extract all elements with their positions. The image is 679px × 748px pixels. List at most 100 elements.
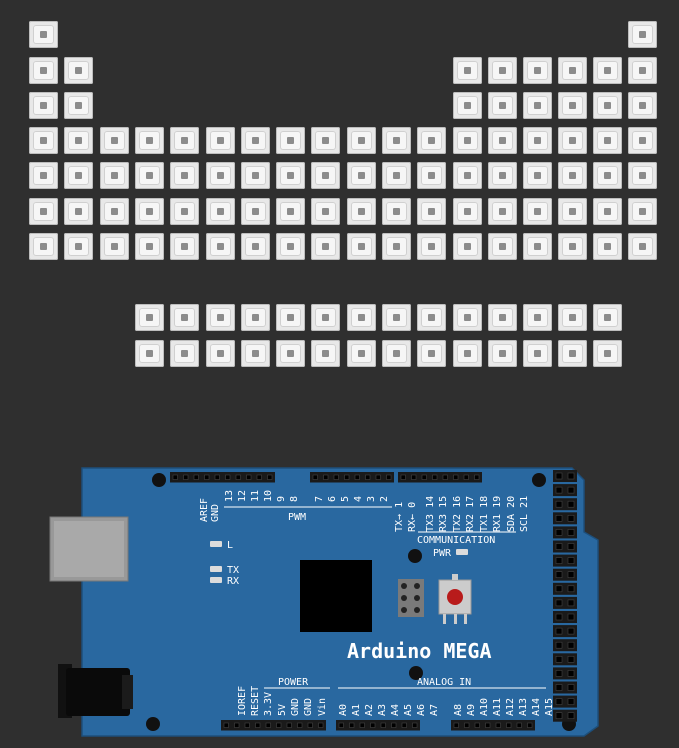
led-pixel [206, 304, 235, 331]
led-pixel [311, 340, 340, 367]
led-pixel [29, 57, 58, 84]
led-pixel [135, 162, 164, 189]
led-pixel [558, 233, 587, 260]
led-pixel [628, 92, 657, 119]
led-l [210, 541, 222, 547]
mounting-hole [409, 666, 423, 680]
led-pixel [628, 233, 657, 260]
pin-label: Vin [317, 698, 328, 716]
power-label: POWER [278, 677, 309, 688]
led-pixel [453, 340, 482, 367]
pin-label: GND [290, 698, 301, 716]
pin-label: A11 [492, 698, 503, 716]
led-pixel [29, 162, 58, 189]
pin-label: A13 [518, 698, 529, 716]
pin-label: 11 [250, 490, 261, 502]
pin-label: A4 [390, 704, 401, 716]
pin-label: A3 [377, 704, 388, 716]
pin-label: A8 [453, 704, 464, 716]
pin-label: 8 [289, 496, 300, 502]
led-pixel [64, 92, 93, 119]
led-pixel [100, 233, 129, 260]
led-pixel [593, 198, 622, 225]
aref-label: AREF [199, 498, 210, 522]
digital-header-right [553, 470, 577, 722]
analog-in-label: ANALOG IN [417, 677, 471, 688]
led-pixel [347, 127, 376, 154]
led-pixel [417, 304, 446, 331]
rx0-label: RX← 0 [407, 502, 418, 532]
led-pixel [100, 162, 129, 189]
led-pixel [628, 198, 657, 225]
led-pixel [628, 57, 657, 84]
led-pixel [453, 127, 482, 154]
led-pixel [241, 162, 270, 189]
led-pixel [523, 57, 552, 84]
pin-label: 5V [277, 704, 288, 716]
reset-button[interactable] [438, 574, 472, 624]
led-pixel [276, 127, 305, 154]
led-pixel [593, 162, 622, 189]
pin-label: 3 [366, 496, 377, 502]
led-pixel [135, 198, 164, 225]
led-pixel [276, 233, 305, 260]
led-pixel [382, 162, 411, 189]
led-pixel [558, 198, 587, 225]
led-pixel [593, 92, 622, 119]
pin-label: A2 [364, 704, 375, 716]
led-pixel [523, 233, 552, 260]
led-pixel [170, 198, 199, 225]
led-pixel [241, 233, 270, 260]
led-pixel [558, 304, 587, 331]
led-rx-label: RX [227, 576, 239, 587]
led-pixel [100, 198, 129, 225]
led-pixel [241, 340, 270, 367]
pin-label: TX2 16 [452, 496, 463, 532]
pin-label: A6 [416, 704, 427, 716]
led-pixel [488, 198, 517, 225]
pin-label: A1 [351, 704, 362, 716]
led-pixel [593, 304, 622, 331]
led-pixel [135, 127, 164, 154]
led-pixel [417, 233, 446, 260]
led-pixel [170, 340, 199, 367]
led-pixel [206, 233, 235, 260]
led-pixel [100, 127, 129, 154]
led-pixel [29, 233, 58, 260]
led-pixel [64, 233, 93, 260]
mounting-hole [408, 549, 422, 563]
led-pixel [206, 127, 235, 154]
led-tx-label: TX [227, 565, 239, 576]
pin-label: A5 [403, 704, 414, 716]
led-pixel [382, 340, 411, 367]
led-pixel [488, 127, 517, 154]
led-pixel [382, 233, 411, 260]
led-pixel [311, 162, 340, 189]
led-pixel [347, 162, 376, 189]
led-pixel [311, 304, 340, 331]
power-jack [58, 664, 133, 718]
led-pixel [347, 198, 376, 225]
led-pixel [417, 127, 446, 154]
pin-label: 7 [314, 496, 325, 502]
pin-label: 9 [276, 496, 287, 502]
pin-label: 10 [263, 490, 274, 502]
led-pixel [523, 198, 552, 225]
led-pixel [29, 92, 58, 119]
led-pixel [417, 340, 446, 367]
led-pixel [276, 198, 305, 225]
board-name: Arduino MEGA [347, 639, 492, 663]
led-pixel [382, 198, 411, 225]
led-pixel [628, 21, 657, 48]
led-pixel [488, 162, 517, 189]
led-pixel [628, 162, 657, 189]
led-pixel [453, 57, 482, 84]
led-pixel [135, 304, 164, 331]
led-pixel [558, 127, 587, 154]
led-pixel [64, 57, 93, 84]
pin-label: A9 [466, 704, 477, 716]
led-pixel [558, 57, 587, 84]
pin-label: A10 [479, 698, 490, 716]
led-pixel [382, 304, 411, 331]
